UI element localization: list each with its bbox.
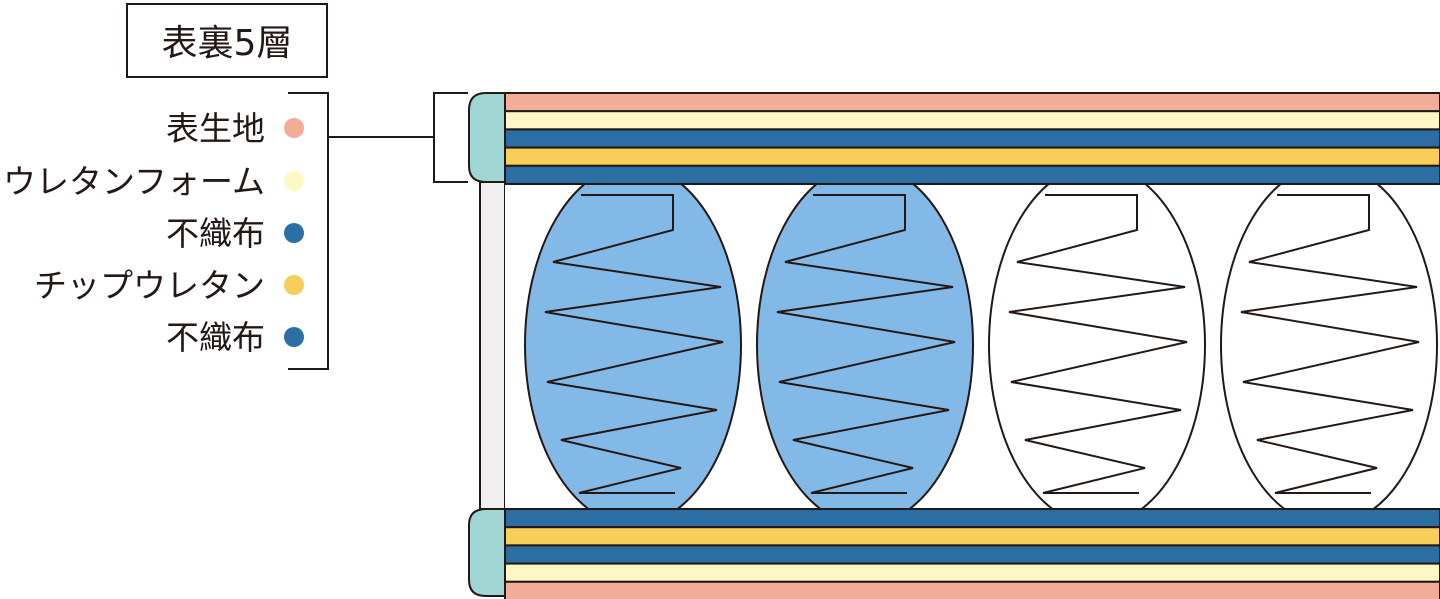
layer-band (504, 92, 1440, 113)
legend-swatch (284, 275, 304, 295)
side-panel (479, 181, 506, 510)
legend-label: ウレタンフォーム (3, 162, 265, 201)
legend-swatch (284, 171, 304, 191)
legend-label: 不織布 (166, 214, 265, 253)
layer-band (504, 164, 1440, 186)
legend-bracket (288, 92, 468, 370)
pocket-spring (756, 164, 974, 526)
layer-band (504, 110, 1440, 131)
layer-band (504, 526, 1440, 547)
bottom-layer-stack (504, 508, 1440, 599)
pocket-spring (1220, 164, 1438, 526)
legend-swatch (284, 118, 304, 138)
spring-coil (776, 194, 956, 494)
layer-band (504, 580, 1440, 599)
legend-label: 不織布 (166, 318, 265, 357)
legend-label: 表生地 (166, 109, 265, 148)
legend-swatch (284, 223, 304, 243)
spring-coil (544, 194, 724, 494)
title-box: 表裏5層 (126, 3, 328, 78)
title-label: 表裏5層 (162, 23, 293, 64)
layer-band (504, 128, 1440, 149)
layer-band (504, 508, 1440, 529)
top-layer-stack (504, 92, 1440, 186)
top-border-tab (468, 92, 506, 183)
legend-swatch (284, 327, 304, 347)
legend-label: チップウレタン (34, 266, 265, 305)
layer-band (504, 544, 1440, 565)
spring-coil (1008, 194, 1188, 494)
layer-band (504, 562, 1440, 583)
spring-coil (1240, 194, 1420, 494)
pocket-spring (988, 164, 1206, 526)
bottom-border-tab (468, 508, 506, 597)
layer-band (504, 146, 1440, 167)
pocket-spring (524, 164, 742, 526)
